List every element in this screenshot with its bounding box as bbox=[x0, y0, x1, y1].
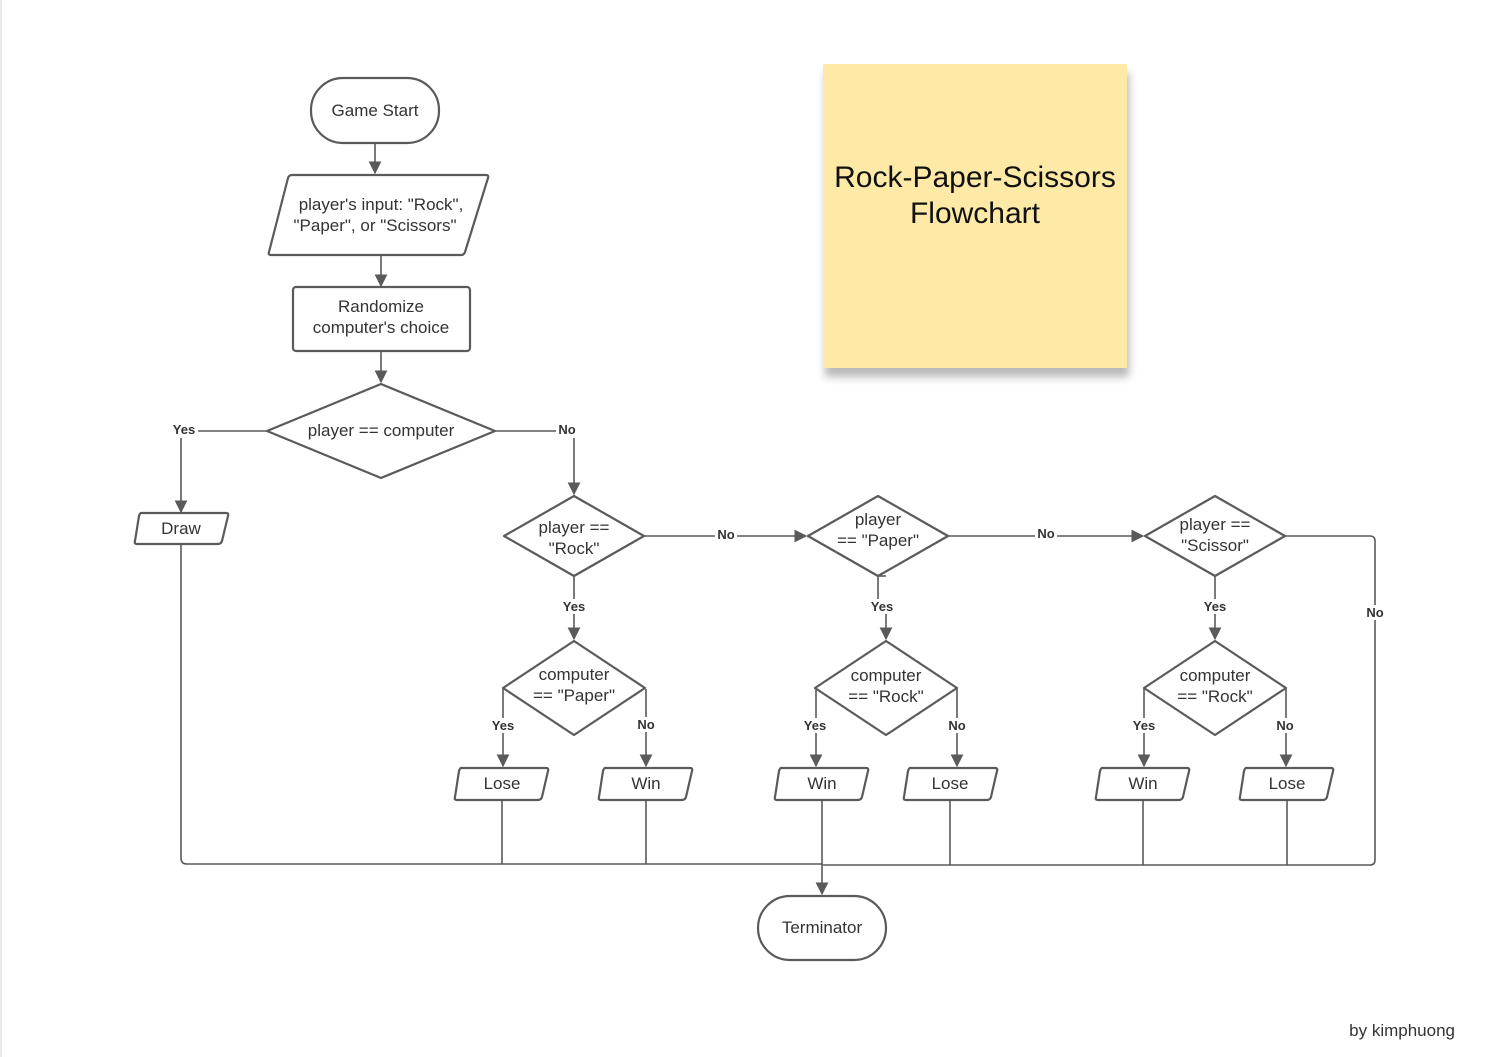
node-decision-comp-rock-2[interactable]: computer == "Rock" bbox=[1142, 639, 1288, 737]
connector-equal-no bbox=[495, 430, 581, 496]
node-decision-scissor-line-2: "Scissor" bbox=[1181, 536, 1249, 555]
node-outcome-scissor-win-label: Win bbox=[1128, 774, 1157, 793]
edge-label-comp-rock-2-no: No bbox=[1276, 718, 1293, 733]
node-decision-comp-rock-2-line-2: == "Rock" bbox=[1177, 687, 1252, 706]
node-player-input[interactable]: player's input: "Rock", "Paper", or "Sci… bbox=[267, 173, 490, 257]
node-terminator[interactable]: Terminator bbox=[756, 894, 888, 962]
node-outcome-rock-win[interactable]: Win bbox=[597, 766, 694, 802]
node-outcome-scissor-lose[interactable]: Lose bbox=[1238, 766, 1335, 802]
edge-label-comp-paper-no: No bbox=[637, 717, 654, 732]
node-decision-comp-paper-line-1: computer bbox=[539, 665, 610, 684]
edge-label-rock-yes: Yes bbox=[563, 599, 585, 614]
author-credit: by kimphuong bbox=[1349, 1021, 1455, 1040]
edge-label-equal-no: No bbox=[558, 422, 575, 437]
node-randomize[interactable]: Randomize computer's choice bbox=[291, 285, 472, 353]
node-randomize-line-1: Randomize bbox=[338, 297, 424, 316]
diagram-title: Rock-Paper-Scissors Flowchart bbox=[834, 161, 1116, 230]
edge-label-comp-rock-1-yes: Yes bbox=[804, 718, 826, 733]
node-game-start[interactable]: Game Start bbox=[309, 76, 441, 145]
node-outcome-rock-lose[interactable]: Lose bbox=[453, 766, 550, 802]
node-decision-comp-paper-line-2: == "Paper" bbox=[533, 686, 615, 705]
node-outcome-paper-win[interactable]: Win bbox=[773, 766, 870, 802]
connector-draw-end bbox=[180, 545, 823, 865]
edge-label-comp-rock-1-no: No bbox=[948, 718, 965, 733]
node-outcome-rock-lose-label: Lose bbox=[484, 774, 521, 793]
node-outcome-rock-win-label: Win bbox=[631, 774, 660, 793]
node-decision-comp-rock-1-line-1: computer bbox=[851, 666, 922, 685]
node-player-input-line-1: player's input: "Rock", bbox=[299, 195, 464, 214]
node-terminator-label: Terminator bbox=[782, 918, 863, 937]
edge-labels: Yes No No No No Yes Yes Yes Yes No Yes N… bbox=[170, 422, 1386, 733]
node-decision-comp-rock-1[interactable]: computer == "Rock" bbox=[813, 639, 959, 737]
node-outcome-paper-lose-label: Lose bbox=[932, 774, 969, 793]
node-outcome-paper-win-label: Win bbox=[807, 774, 836, 793]
node-decision-rock-line-2: "Rock" bbox=[549, 539, 600, 558]
edge-label-scissor-no: No bbox=[1366, 605, 1383, 620]
edge-label-rock-no: No bbox=[717, 527, 734, 542]
node-decision-rock-line-1: player == bbox=[539, 518, 610, 537]
edge-label-paper-yes: Yes bbox=[871, 599, 893, 614]
node-game-start-label: Game Start bbox=[332, 101, 419, 120]
node-outcome-paper-lose[interactable]: Lose bbox=[902, 766, 999, 802]
node-decision-comp-rock-1-line-2: == "Rock" bbox=[848, 687, 923, 706]
connector-equal-yes bbox=[174, 430, 267, 514]
node-draw-label: Draw bbox=[161, 519, 201, 538]
edge-label-scissor-yes: Yes bbox=[1204, 599, 1226, 614]
sticky-note[interactable]: Rock-Paper-Scissors Flowchart bbox=[823, 64, 1127, 368]
edge-label-paper-no: No bbox=[1037, 526, 1054, 541]
edge-label-comp-rock-2-yes: Yes bbox=[1133, 718, 1155, 733]
node-outcome-scissor-win[interactable]: Win bbox=[1094, 766, 1191, 802]
node-draw[interactable]: Draw bbox=[133, 511, 230, 546]
node-player-input-line-2: "Paper", or "Scissors" bbox=[293, 216, 456, 235]
connector-scissor-no bbox=[823, 535, 1376, 866]
node-randomize-line-2: computer's choice bbox=[313, 318, 449, 337]
edge-label-comp-paper-yes: Yes bbox=[492, 718, 514, 733]
node-decision-scissor[interactable]: player == "Scissor" bbox=[1143, 494, 1287, 578]
node-decision-paper-line-1: player bbox=[855, 510, 902, 529]
node-decision-paper-line-2: == "Paper" bbox=[837, 531, 919, 550]
node-decision-equal[interactable]: player == computer bbox=[265, 382, 497, 480]
node-decision-equal-label: player == computer bbox=[308, 421, 455, 440]
node-decision-comp-rock-2-line-1: computer bbox=[1180, 666, 1251, 685]
node-decision-paper[interactable]: player == "Paper" bbox=[806, 494, 950, 578]
node-outcome-scissor-lose-label: Lose bbox=[1269, 774, 1306, 793]
node-decision-rock[interactable]: player == "Rock" bbox=[502, 494, 646, 578]
node-decision-comp-paper[interactable]: computer == "Paper" bbox=[501, 639, 647, 737]
node-decision-scissor-line-1: player == bbox=[1180, 515, 1251, 534]
edge-label-equal-yes: Yes bbox=[173, 422, 195, 437]
